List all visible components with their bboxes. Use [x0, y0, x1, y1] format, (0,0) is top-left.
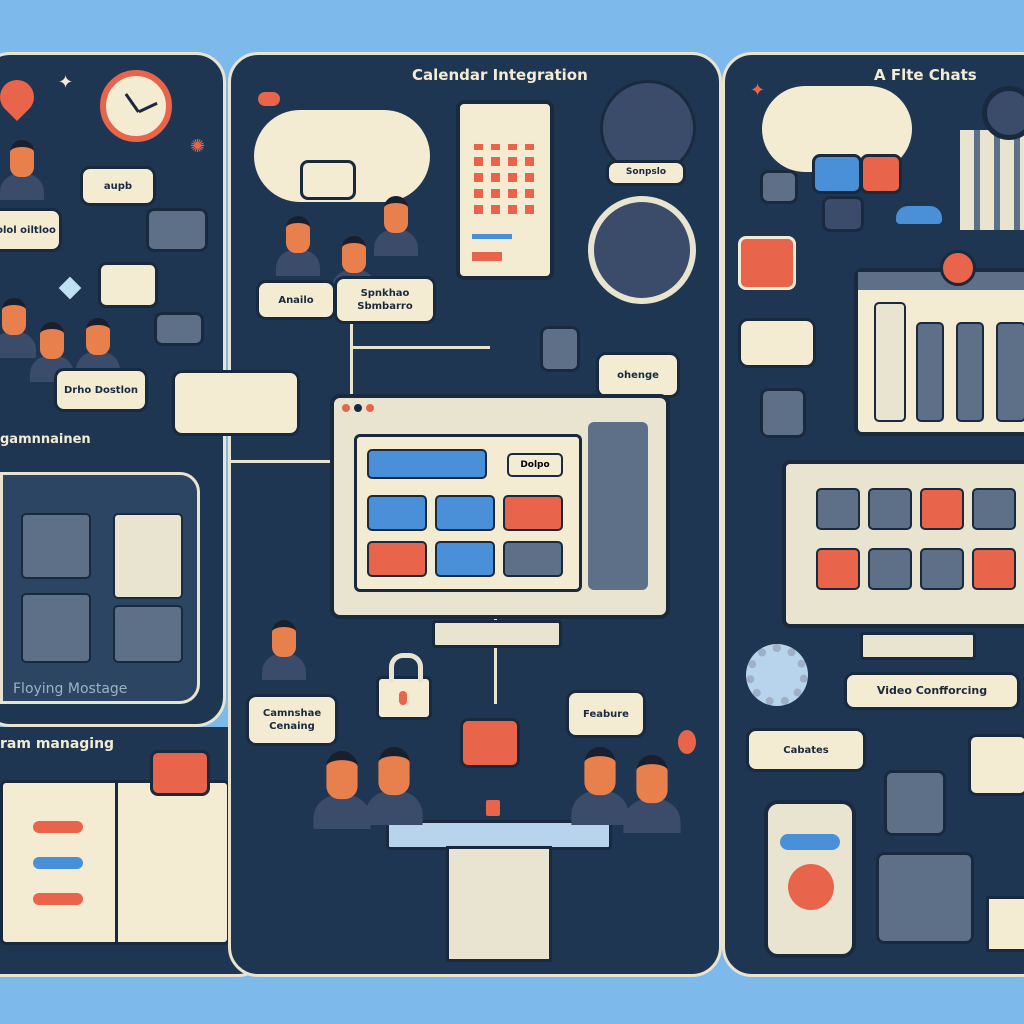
- video-conferencing-card[interactable]: Video Confforcing: [844, 672, 1020, 710]
- feature-bubble[interactable]: Feabure: [566, 690, 646, 738]
- contact-icon: [760, 388, 806, 438]
- app-tile[interactable]: [435, 541, 495, 577]
- coffee-cup-icon: [486, 800, 500, 816]
- chat-bubble-icon: [968, 734, 1024, 796]
- connection-card: [172, 370, 300, 436]
- calendar-card[interactable]: Cabates: [746, 728, 866, 772]
- participant-tile[interactable]: [816, 548, 860, 590]
- person-avatar: [571, 747, 629, 825]
- video-icon: [146, 208, 208, 252]
- message-board: Floying Mostage: [0, 472, 200, 704]
- plant-pot-icon: [986, 896, 1024, 952]
- person-tile[interactable]: [113, 513, 183, 599]
- notebook-icon: [0, 780, 230, 945]
- sparkle-icon: ✦: [58, 72, 74, 93]
- phone-icon: [764, 800, 856, 958]
- participant-tile[interactable]: [868, 548, 912, 590]
- file-column[interactable]: [916, 322, 944, 422]
- role-card: Camnshae Cenaing: [246, 694, 338, 746]
- camera-icon: [822, 196, 864, 232]
- webcam-icon: [982, 86, 1024, 140]
- device-icon: [540, 326, 580, 372]
- participant-tile[interactable]: [972, 488, 1016, 530]
- left-bottom-title: ram managing: [0, 736, 115, 752]
- profile-card: olol oiltloo: [0, 208, 62, 252]
- calendar-icon: [456, 100, 554, 280]
- person-avatar: [0, 298, 36, 358]
- person-avatar: [313, 751, 371, 829]
- meeting-table: [386, 820, 612, 850]
- toggle-card[interactable]: [738, 318, 816, 368]
- monitor-icon: Dolpo: [330, 394, 670, 619]
- file-column[interactable]: [874, 302, 906, 422]
- person-avatar: [0, 140, 44, 200]
- person-avatar: [276, 216, 320, 276]
- notification-dot: [940, 250, 976, 286]
- participant-tile[interactable]: [920, 548, 964, 590]
- document-icon: [860, 154, 902, 194]
- contact-chip[interactable]: aupb: [80, 166, 156, 206]
- lock-icon: [376, 653, 432, 720]
- participant-tile[interactable]: [816, 488, 860, 530]
- toolbar-bar[interactable]: [367, 449, 487, 479]
- gear-icon: [746, 644, 808, 706]
- sparkle-icon: ✺: [190, 136, 206, 157]
- sparkle-icon: ✦: [750, 80, 766, 101]
- participant-tile[interactable]: [972, 548, 1016, 590]
- name-badge: Sonpslo: [606, 160, 686, 186]
- task-check-tile[interactable]: [21, 513, 91, 579]
- person-avatar-circle: [588, 196, 696, 304]
- lightbulb-icon: [678, 730, 696, 754]
- app-window: Dolpo: [354, 434, 582, 592]
- app-tile[interactable]: [367, 495, 427, 531]
- monitor-stand: [432, 620, 562, 648]
- person-avatar: [365, 747, 423, 825]
- file-column[interactable]: [996, 322, 1024, 422]
- left-panel-title: gamnnainen: [0, 432, 91, 447]
- check-tile[interactable]: [113, 605, 183, 663]
- file-column[interactable]: [956, 322, 984, 422]
- person-avatar: [623, 755, 681, 833]
- team-card: Drho Dostlon: [54, 368, 148, 412]
- chat-bubble-icon: [98, 262, 158, 308]
- record-icon[interactable]: [738, 236, 796, 290]
- board-label: Floying Mostage: [13, 681, 128, 697]
- app-tile[interactable]: [503, 495, 563, 531]
- person-avatar: [262, 620, 306, 680]
- app-button[interactable]: Dolpo: [507, 453, 563, 477]
- document-icon: [300, 160, 356, 200]
- app-tile[interactable]: [367, 541, 427, 577]
- message-icon: [154, 312, 204, 346]
- cloud-icon: [896, 206, 942, 224]
- send-icon: [884, 770, 946, 836]
- mail-icon: [460, 718, 520, 768]
- note-tile[interactable]: [21, 593, 91, 663]
- name-badge: Anailo: [256, 280, 336, 320]
- right-panel-title: A Flte Chats: [874, 66, 977, 84]
- presentation-icon: [812, 154, 862, 194]
- chat-bubble-icon: [150, 750, 210, 796]
- clock-icon: [100, 70, 172, 142]
- change-bubble[interactable]: ohenge: [596, 352, 680, 398]
- tools-icon: [760, 170, 798, 204]
- mail-icon: [876, 852, 974, 944]
- participant-tile[interactable]: [868, 488, 912, 530]
- participant-tile[interactable]: [920, 488, 964, 530]
- monitor-stand: [860, 632, 976, 660]
- cloud-icon: [258, 92, 280, 106]
- binders-icon: [960, 130, 1024, 230]
- side-panel: [588, 422, 648, 590]
- person-avatar: [374, 196, 418, 256]
- app-tile[interactable]: [435, 495, 495, 531]
- video-conference-monitor: [782, 460, 1024, 628]
- middle-panel-title: Calendar Integration: [412, 66, 588, 84]
- meeting-table-base: [446, 846, 552, 962]
- team-card: Spnkhao Sbmbarro: [334, 276, 436, 324]
- app-tile[interactable]: [503, 541, 563, 577]
- file-window: [854, 268, 1024, 436]
